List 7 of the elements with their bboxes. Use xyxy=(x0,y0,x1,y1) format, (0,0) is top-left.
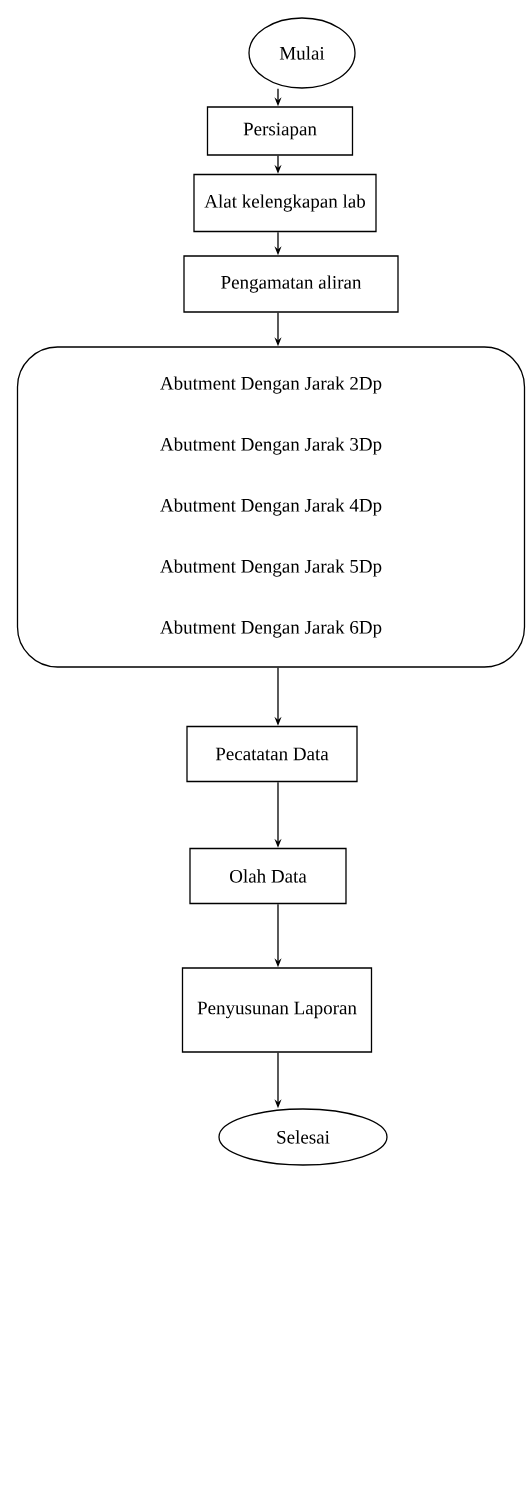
process-box: Pecatatan Data xyxy=(186,725,358,783)
process-box: Alat kelengkapan lab xyxy=(193,173,377,233)
process-box: Olah Data xyxy=(189,847,347,905)
process-box: Pengamatan aliran xyxy=(183,255,399,313)
process-box: Persiapan xyxy=(206,106,354,156)
process-box: Penyusunan Laporan xyxy=(181,967,373,1053)
rounded-box: Abutment Dengan Jarak 2Dp Abutment Dengan Jarak 3Dp Abutment Dengan Jarak 4Dp Abutment Dengan Jarak 5Dp Abutment Dengan Jarak 6Dp xyxy=(16,346,526,668)
